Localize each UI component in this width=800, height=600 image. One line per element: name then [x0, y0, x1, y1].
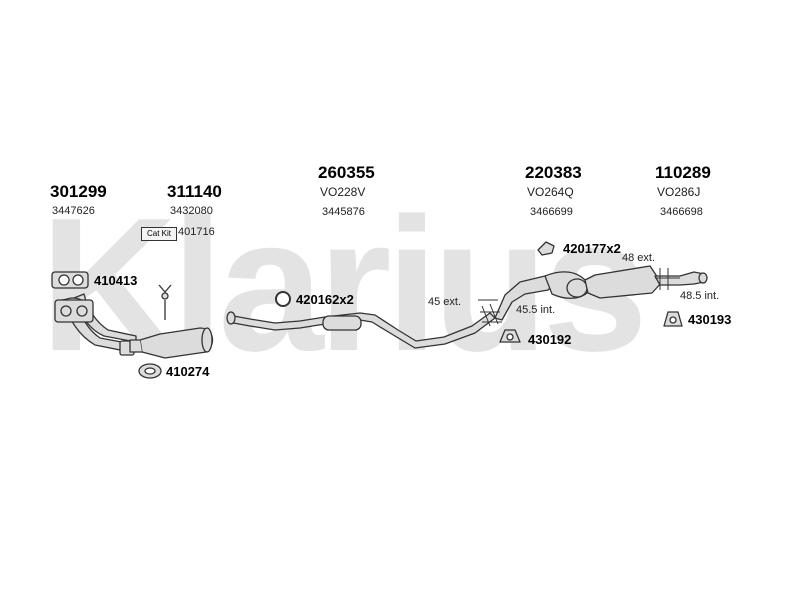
hanger-430192-icon	[499, 329, 521, 343]
dimension-48-ext: 48 ext.	[622, 252, 656, 264]
gasket-410413-icon	[51, 271, 89, 289]
ring-420162-icon	[275, 291, 291, 307]
cat-kit-badge: Cat Kit	[141, 227, 177, 241]
part-260355-oe-code: VO228V	[320, 185, 366, 199]
part-110289-ref: 3466698	[660, 206, 703, 218]
part-311140-number: 311140	[167, 182, 222, 201]
part-110289-number: 110289	[655, 163, 711, 182]
dimension-45-ext: 45 ext.	[428, 296, 462, 308]
gasket-410413-label: 410413	[94, 273, 138, 288]
gasket-410274-label: 410274	[166, 364, 210, 379]
middle-silencer-part	[494, 271, 589, 321]
ring-420162-label: 420162x2	[296, 292, 354, 307]
part-220383-oe-code: VO264Q	[527, 185, 574, 199]
part-260355-number: 260355	[318, 163, 375, 182]
mount-420177-icon	[537, 241, 555, 256]
cat-kit-part: 401716	[178, 226, 215, 238]
mount-420177-label: 420177x2	[563, 241, 621, 256]
intermediate-pipe-part	[226, 311, 496, 349]
catalytic-converter-part	[129, 284, 214, 359]
hanger-430193-label: 430193	[688, 312, 732, 327]
part-311140-ref: 3432080	[170, 205, 213, 217]
hanger-430192-label: 430192	[528, 332, 572, 347]
part-301299-ref: 3447626	[52, 205, 95, 217]
part-260355-ref: 3445876	[322, 206, 365, 218]
downpipe-part	[54, 293, 137, 356]
dimension-markers	[478, 268, 680, 327]
dimension-45-5-int: 45.5 int.	[516, 304, 556, 316]
part-301299-number: 301299	[50, 182, 107, 201]
part-220383-ref: 3466699	[530, 206, 573, 218]
hanger-430193-icon	[663, 311, 683, 327]
dimension-48-5-int: 48.5 int.	[680, 290, 720, 302]
gasket-410274-icon	[138, 363, 162, 379]
part-110289-oe-code: VO286J	[657, 185, 701, 199]
part-220383-number: 220383	[525, 163, 582, 182]
